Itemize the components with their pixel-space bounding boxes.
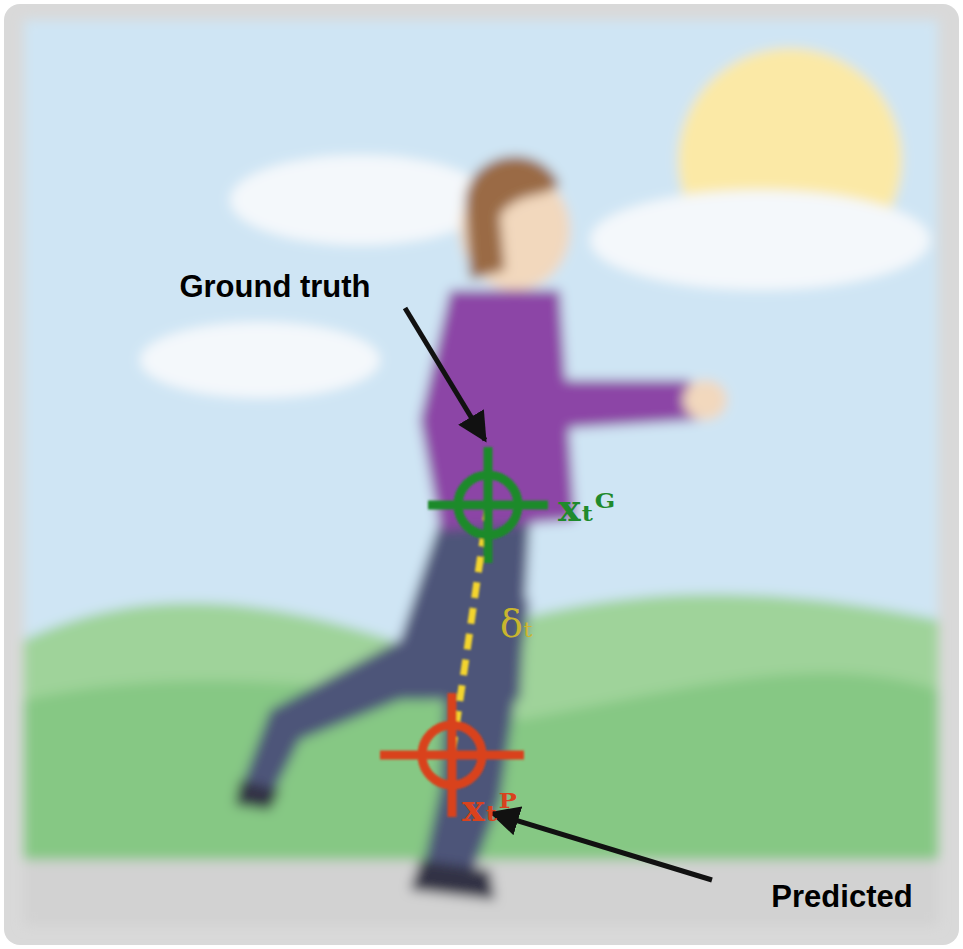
ground-truth-crosshair: [428, 447, 548, 563]
frame: [4, 4, 959, 945]
crosshairs: [380, 447, 548, 817]
leader-arrow: [492, 813, 712, 880]
math-label: xₜᴳ: [558, 487, 615, 529]
callout-label: Predicted: [771, 880, 912, 914]
callout-label: Ground truth: [179, 270, 370, 304]
leader-arrow: [405, 308, 485, 440]
error-line: [452, 505, 488, 755]
math-label: xₜᴾ: [462, 787, 517, 829]
math-label: δₜ: [500, 604, 532, 646]
scene: [24, 20, 938, 926]
